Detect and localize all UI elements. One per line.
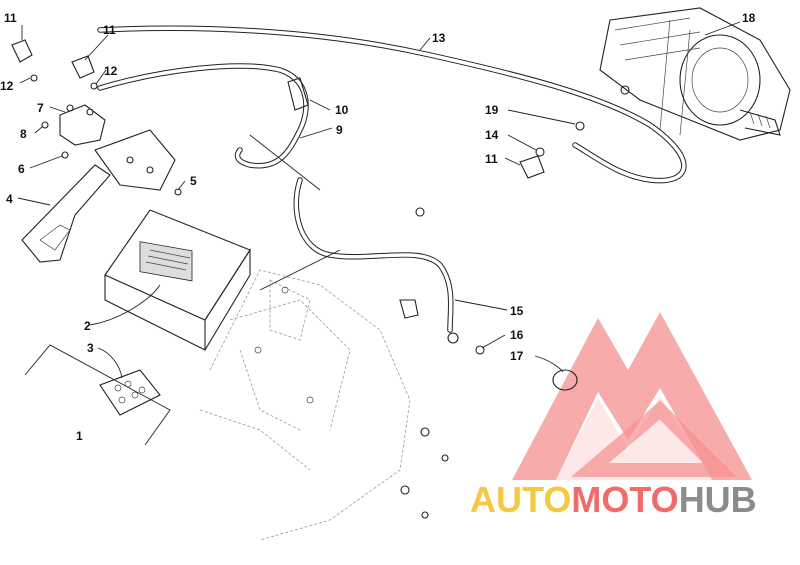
ground-bolt-16	[399, 299, 485, 355]
callout-19: 19	[485, 103, 499, 117]
callout-7: 7	[37, 101, 44, 115]
callout-16: 16	[510, 328, 524, 342]
terminal-boot-11a	[11, 39, 33, 63]
callout-12b: 12	[104, 64, 118, 78]
nut-8	[41, 121, 49, 129]
nut-19	[575, 121, 585, 131]
battery-bracket	[21, 129, 176, 263]
callout-11b: 11	[103, 23, 116, 37]
frame-outline	[199, 269, 411, 541]
callout-12a: 12	[0, 79, 14, 93]
callout-4: 4	[6, 192, 13, 206]
nut-12a	[30, 74, 38, 82]
callout-11a: 11	[4, 11, 17, 25]
callout-10: 10	[335, 103, 349, 117]
watermark-hub: HUB	[679, 479, 757, 520]
bolt-5	[174, 188, 182, 196]
callout-8: 8	[20, 127, 27, 141]
callout-labels: 11 12 11 12 7 8 6 4 5 10 9 13 18 19 14 1…	[0, 11, 756, 443]
watermark: AUTOMOTOHUB	[470, 479, 757, 520]
callout-1: 1	[76, 429, 83, 443]
solenoid	[59, 104, 106, 146]
fastener-a	[420, 427, 430, 437]
callout-9: 9	[336, 123, 343, 137]
fastener-b	[441, 454, 449, 462]
nut-12b	[90, 82, 98, 90]
cable-15	[293, 177, 459, 344]
terminal-boot-10	[287, 77, 309, 111]
svg-text:AUTOMOTOHUB: AUTOMOTOHUB	[470, 479, 757, 520]
watermark-moto: MOTO	[571, 479, 678, 520]
callout-2: 2	[84, 319, 91, 333]
battery	[104, 209, 251, 351]
terminal-boot-11c	[519, 155, 545, 179]
leader-lines	[17, 21, 741, 379]
hardware-kit	[99, 369, 161, 416]
callout-17: 17	[510, 349, 524, 363]
fastener-e	[415, 207, 425, 217]
callout-13: 13	[432, 31, 446, 45]
kit-bracket	[24, 344, 171, 446]
callout-15: 15	[510, 304, 524, 318]
cable-13	[97, 25, 687, 184]
terminal-boot-11b	[71, 55, 95, 79]
clamp-17	[552, 369, 578, 391]
cable-9	[97, 63, 309, 169]
callout-6: 6	[18, 162, 25, 176]
watermark-auto: AUTO	[470, 479, 571, 520]
callout-18: 18	[742, 11, 756, 25]
callout-11c: 11	[485, 152, 498, 166]
callout-3: 3	[87, 341, 94, 355]
starter-motor	[599, 7, 791, 141]
washer-14	[535, 147, 545, 157]
callout-5: 5	[190, 174, 197, 188]
automotohub-logo-icon	[512, 312, 752, 480]
fastener-c	[400, 485, 410, 495]
callout-14: 14	[485, 128, 499, 142]
fastener-d	[421, 511, 429, 519]
nut-6	[61, 151, 69, 159]
